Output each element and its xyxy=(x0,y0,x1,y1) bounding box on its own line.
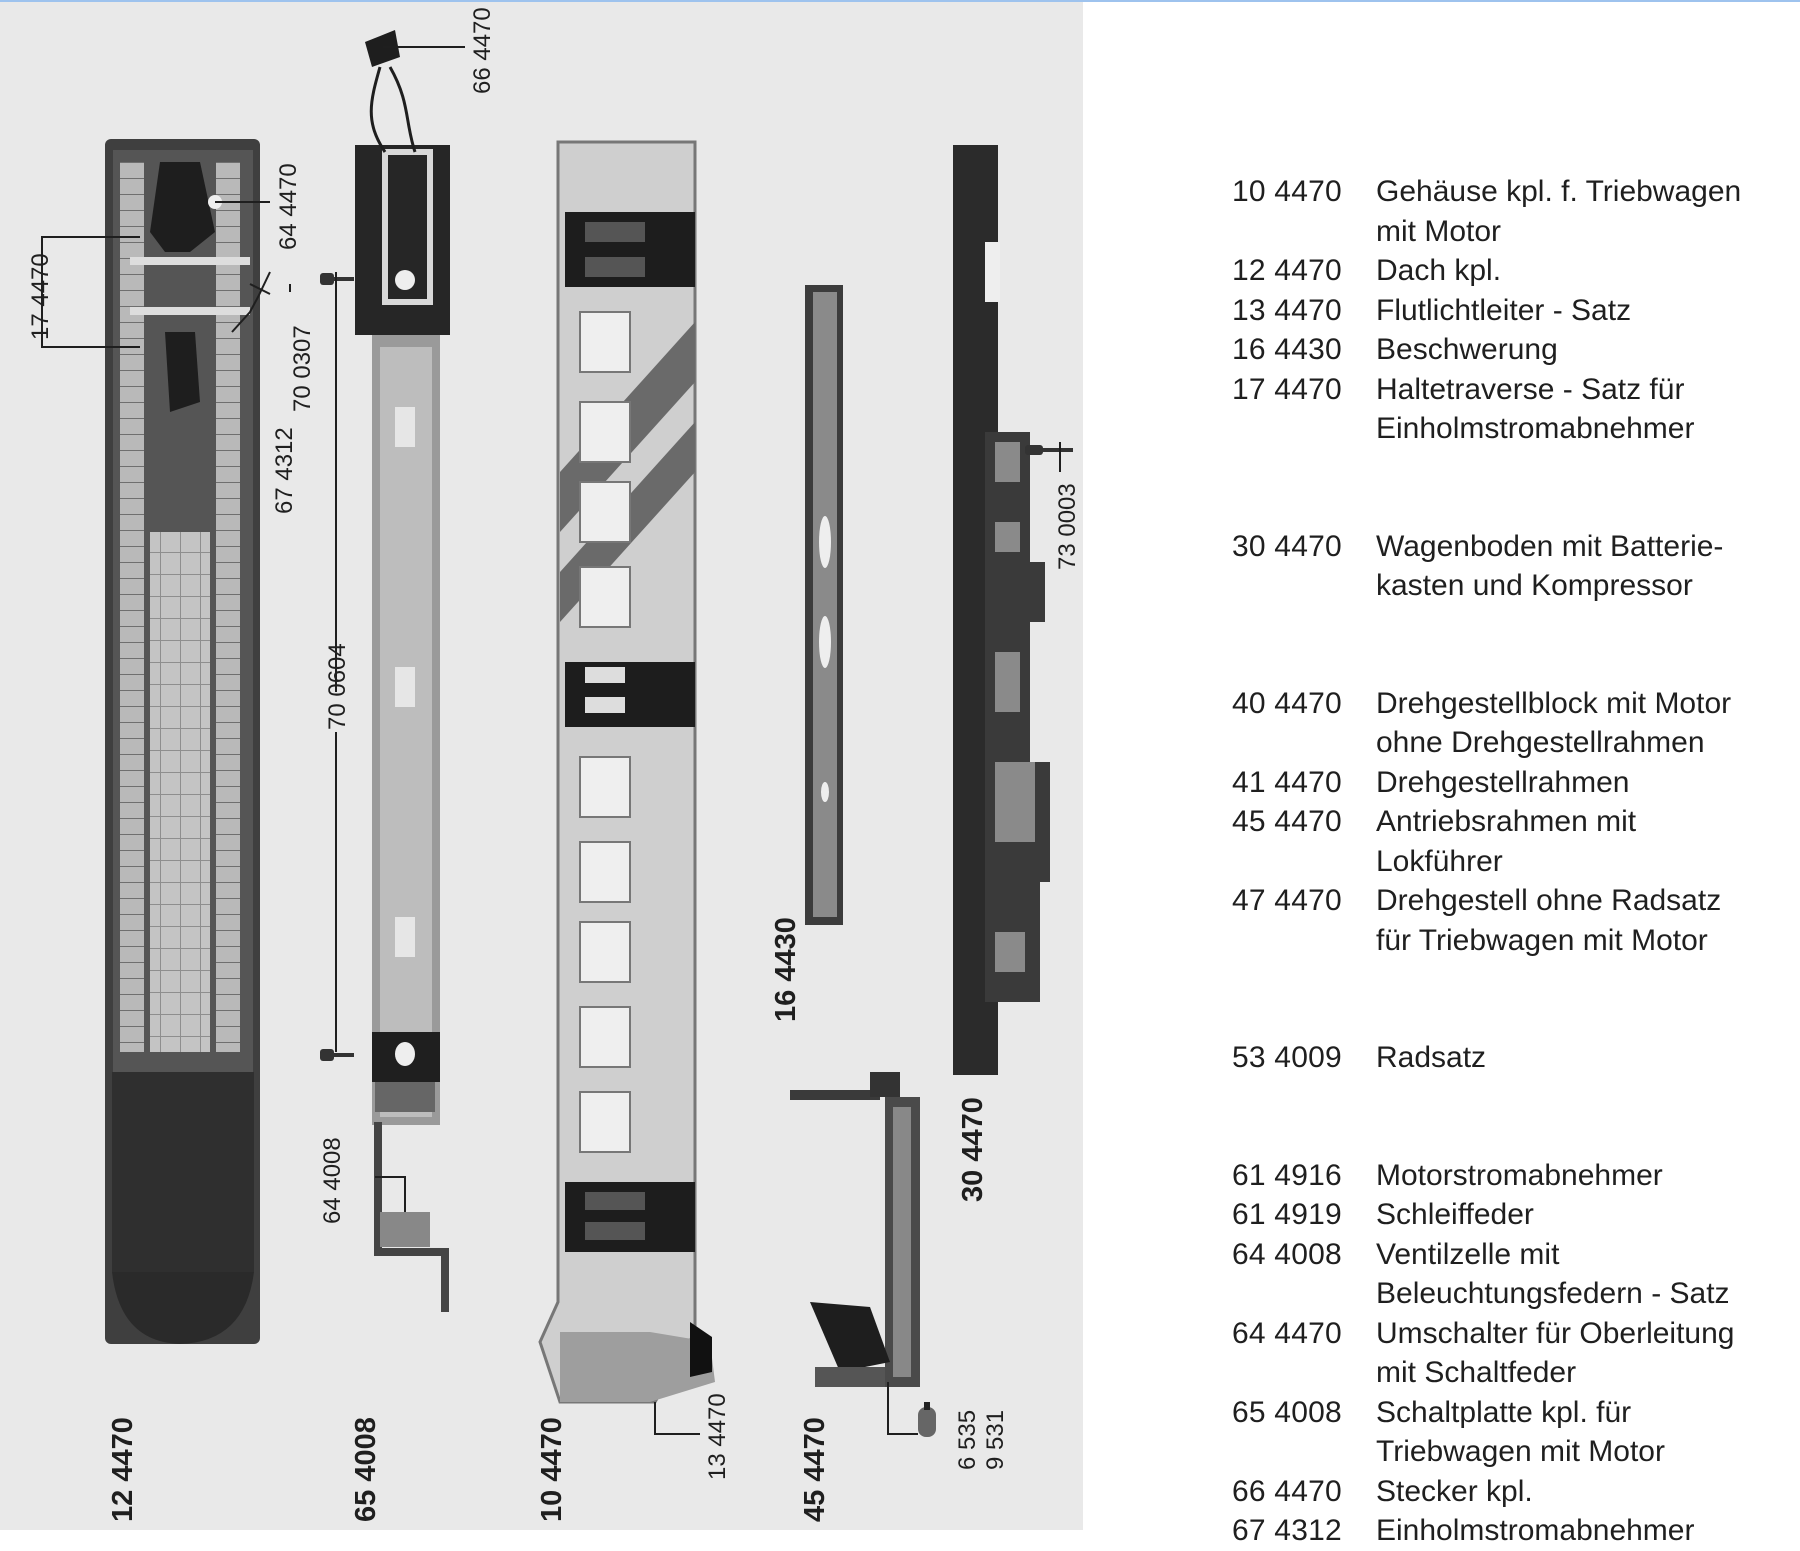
part-number: 53 4009 xyxy=(1232,1041,1342,1074)
part-description: Schleiffeder xyxy=(1376,1198,1534,1231)
part-description: Beschwerung xyxy=(1376,333,1558,366)
part-number: 10 4470 xyxy=(1232,175,1342,208)
parts-list-row: 30 4470 Wagenboden mit Batterie-kasten u… xyxy=(1232,527,1792,606)
part-number: 16 4430 xyxy=(1232,333,1342,366)
part-number: 66 4470 xyxy=(1232,1474,1342,1508)
part-number: 12 4470 xyxy=(1232,254,1342,287)
callout-67-4312: 67 4312 xyxy=(271,427,298,514)
parts-list-row: 41 4470 Drehgestellrahmen xyxy=(1232,763,1792,803)
roof-part xyxy=(105,139,260,1344)
part-number: 41 4470 xyxy=(1232,765,1342,799)
part-description: Dach kpl. xyxy=(1376,254,1502,287)
drive-frame-part xyxy=(790,1072,920,1387)
callout-6-535: 6 535 xyxy=(954,1410,981,1470)
callout-9-531: 9 531 xyxy=(982,1410,1009,1470)
diagram-labels: 12 4470 65 4008 10 4470 45 4470 16 4430 … xyxy=(27,7,1081,1522)
part-description: Radsatz xyxy=(1376,1041,1487,1074)
housing-part xyxy=(538,140,715,1404)
part-number: 17 4470 xyxy=(1232,372,1342,406)
callout-66-4470: 66 4470 xyxy=(469,7,496,94)
parts-list-row: 53 4009 Radsatz xyxy=(1232,1038,1792,1078)
callout-73-0003: 73 0003 xyxy=(1054,483,1081,570)
lamp-part xyxy=(918,1402,936,1437)
callout-13-4470: 13 4470 xyxy=(704,1393,731,1480)
parts-list-row: 61 4916 Motorstromabnehmer xyxy=(1232,1156,1792,1196)
parts-list-row: 12 4470 Dach kpl. xyxy=(1232,251,1792,291)
label-part-45-4470: 45 4470 xyxy=(799,1417,831,1522)
part-description: Stecker kpl. xyxy=(1376,1474,1533,1508)
label-part-30-4470: 30 4470 xyxy=(957,1097,989,1202)
callout-64-4008: 64 4008 xyxy=(319,1137,346,1224)
parts-list-row: 66 4470 Stecker kpl. xyxy=(1232,1472,1792,1512)
parts-list-row: 61 4919 Schleiffeder xyxy=(1232,1195,1792,1235)
diagram-canvas: 12 4470 65 4008 10 4470 45 4470 16 4430 … xyxy=(27,7,1081,1522)
parts-list-row: 13 4470 Flutlichtleiter - Satz xyxy=(1232,291,1792,331)
part-number: 45 4470 xyxy=(1232,805,1342,838)
part-number: 47 4470 xyxy=(1232,884,1342,917)
exploded-view-diagram: 12 4470 65 4008 10 4470 45 4470 16 4430 … xyxy=(0,2,1083,1530)
weight-part xyxy=(805,285,843,925)
callout-64-4470: 64 4470 xyxy=(275,163,302,250)
callout-17-4470: 17 4470 xyxy=(27,253,54,340)
part-number: 65 4008 xyxy=(1232,1395,1342,1429)
circuit-board-part xyxy=(320,30,450,1312)
part-number: 13 4470 xyxy=(1232,293,1342,327)
part-description: Drehgestellrahmen xyxy=(1376,765,1630,799)
floor-part xyxy=(953,145,1073,1075)
part-number: 64 4008 xyxy=(1232,1237,1342,1271)
label-part-65-4008: 65 4008 xyxy=(350,1417,382,1522)
label-part-12-4470: 12 4470 xyxy=(107,1417,139,1522)
part-description: Wagenboden mit Batterie-kasten und Kompr… xyxy=(1376,529,1724,603)
callout-lines xyxy=(41,46,1061,1435)
callout-70-0307: 70 0307 xyxy=(289,325,316,412)
parts-list-row: 16 4430 Beschwerung xyxy=(1232,330,1792,370)
part-description: Flutlichtleiter - Satz xyxy=(1376,293,1632,327)
part-number: 61 4919 xyxy=(1232,1198,1342,1231)
part-number: 64 4470 xyxy=(1232,1316,1342,1350)
callout-70-0604: 70 0604 xyxy=(324,643,351,730)
label-part-10-4470: 10 4470 xyxy=(536,1417,568,1522)
part-number: 40 4470 xyxy=(1232,686,1342,720)
viewer-top-border xyxy=(0,0,1800,2)
label-part-16-4430: 16 4430 xyxy=(770,917,802,1022)
parts-list-row: 67 4312 Einholmstromabnehmer xyxy=(1232,1511,1792,1551)
part-number: 30 4470 xyxy=(1232,529,1342,563)
part-number: 61 4916 xyxy=(1232,1158,1342,1192)
part-description: Einholmstromabnehmer xyxy=(1376,1514,1695,1547)
part-number: 67 4312 xyxy=(1232,1514,1342,1547)
part-description: Motorstromabnehmer xyxy=(1376,1158,1663,1192)
